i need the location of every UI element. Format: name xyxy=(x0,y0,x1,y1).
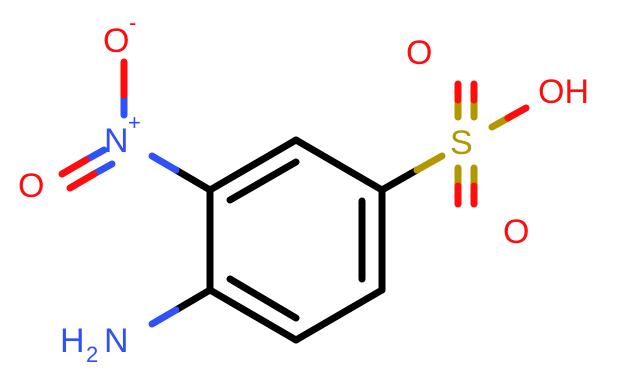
bond-c-nh2-blue xyxy=(148,306,180,328)
bond-c-s-gold xyxy=(413,152,446,174)
charge-plus: + xyxy=(128,110,141,135)
atom-labels: O - N + O S O O OH H 2 N xyxy=(18,10,589,367)
ring-double-bond-inner-top xyxy=(226,158,300,204)
atom-o-bottom: O xyxy=(503,213,529,251)
charge-minus: - xyxy=(129,10,136,35)
ring-bond-c5-c6 xyxy=(206,286,300,344)
bond-s-oh-red xyxy=(504,104,530,122)
nitro-bonds xyxy=(58,58,214,194)
ring-bond-c2-c3 xyxy=(292,136,386,194)
ring-bond-c4-c5 xyxy=(292,286,386,344)
benzene-ring xyxy=(206,136,386,344)
atom-o-left: O xyxy=(18,167,44,205)
atom-o-top: O xyxy=(406,34,432,72)
atom-n-of-nh2: N xyxy=(104,322,129,360)
atom-n-plus: N xyxy=(104,122,129,160)
atom-sulfur: S xyxy=(450,124,473,162)
atom-oh: OH xyxy=(538,73,589,111)
bond-c-s-black xyxy=(378,166,421,194)
ring-bond-c1-c2 xyxy=(206,136,300,194)
bond-c-n-blue xyxy=(148,152,180,174)
atom-h-of-nh2: H xyxy=(60,322,85,360)
amine-bonds xyxy=(148,286,214,328)
ring-double-bond-inner-bottom xyxy=(226,275,300,322)
bond-n-o-left-red-b xyxy=(66,170,98,192)
subscript-2: 2 xyxy=(86,342,98,367)
bond-n-o-left-red-a xyxy=(58,156,90,178)
sulfonic-bonds xyxy=(378,80,530,208)
atom-o-minus: O xyxy=(103,22,129,60)
bond-c-nh2-black xyxy=(172,286,214,314)
bond-c-n-black xyxy=(172,166,214,194)
